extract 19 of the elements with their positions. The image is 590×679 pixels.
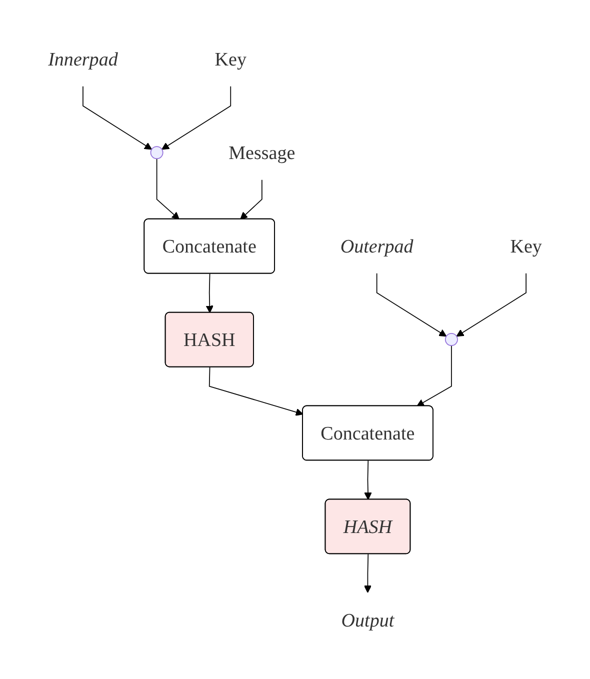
arrow	[156, 158, 180, 220]
arrow	[206, 273, 214, 314]
arrow	[162, 86, 232, 150]
node-circle	[444, 333, 458, 346]
node-text: Innerpad	[48, 48, 118, 70]
arrow	[364, 554, 372, 593]
node-text: Message	[228, 142, 296, 164]
arrow	[416, 345, 452, 406]
arrow	[240, 179, 262, 220]
node-text: Outerpad	[340, 235, 414, 257]
arrow	[364, 460, 372, 500]
arrow	[376, 272, 447, 337]
node-text: Key	[510, 235, 542, 257]
node-circle	[150, 146, 164, 160]
arrow	[208, 366, 304, 416]
node-text: Key	[214, 48, 246, 70]
node-text: Output	[341, 609, 394, 631]
arrow	[456, 272, 526, 337]
arrow	[82, 86, 152, 150]
